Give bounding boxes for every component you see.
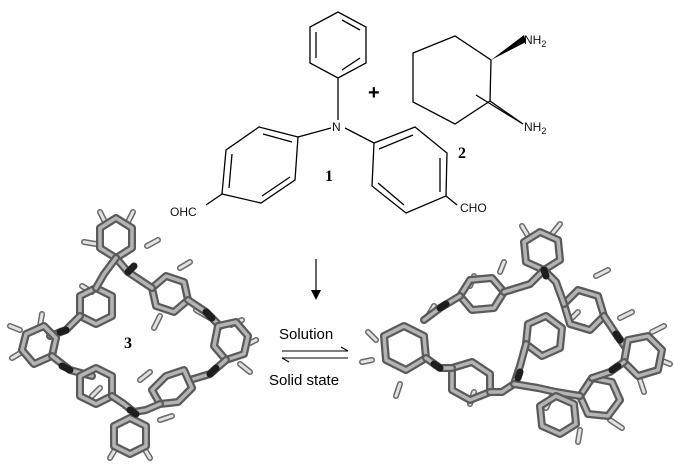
aldehyde-label-right: CHO [460,201,487,215]
condition-solution: Solution [279,326,333,343]
n-left-bond [297,127,332,138]
right-aldehyde-bond [445,195,458,206]
stick-hydrogens-right [359,221,673,445]
macrocycle-solid-state-model-right [359,221,673,445]
phenyl-ring-top [309,11,367,79]
compound-1-label: 1 [325,168,333,185]
nitrogen-label: N [332,120,341,134]
plus-sign: + [368,82,380,104]
stick-framework-left [18,214,252,458]
amine-label-bottom: NH2 [524,120,546,136]
phenyl-ring-left [221,126,299,204]
stick-framework-right [380,228,666,438]
phenyl-ring-right [371,126,448,214]
phenyl-ring-right-double-3 [377,182,405,206]
phenyl-ring-top-double-bonds [341,19,361,31]
reaction-arrow-down [311,259,321,300]
phenyl-ring-left-double-3 [228,153,233,189]
compound-1-structure: N OHC CHO [170,11,487,219]
cyclohexane-ring [412,35,492,125]
phenyl-ring-right-double-1 [378,134,414,150]
macrocycle-3-model-left [7,209,259,461]
equilibrium-arrows [281,346,349,363]
phenyl-ring-top-double-bonds-2 [341,57,361,71]
n-right-bond [344,127,375,144]
left-aldehyde-bond [205,193,223,206]
wedge-bond-top [491,35,526,60]
compound-2-label: 2 [458,145,466,162]
compound-2-structure: NH2 NH2 [412,33,546,136]
phenyl-ring-left-double-1 [262,133,293,143]
aldehyde-label-left: OHC [170,205,197,219]
amine-label-top: NH2 [524,33,546,49]
phenyl-ring-left-double-2 [261,176,291,197]
bond-bottom-nh2-2 [475,94,524,125]
condition-solid-state: Solid state [269,372,339,389]
compound-3-label: 3 [124,335,132,352]
